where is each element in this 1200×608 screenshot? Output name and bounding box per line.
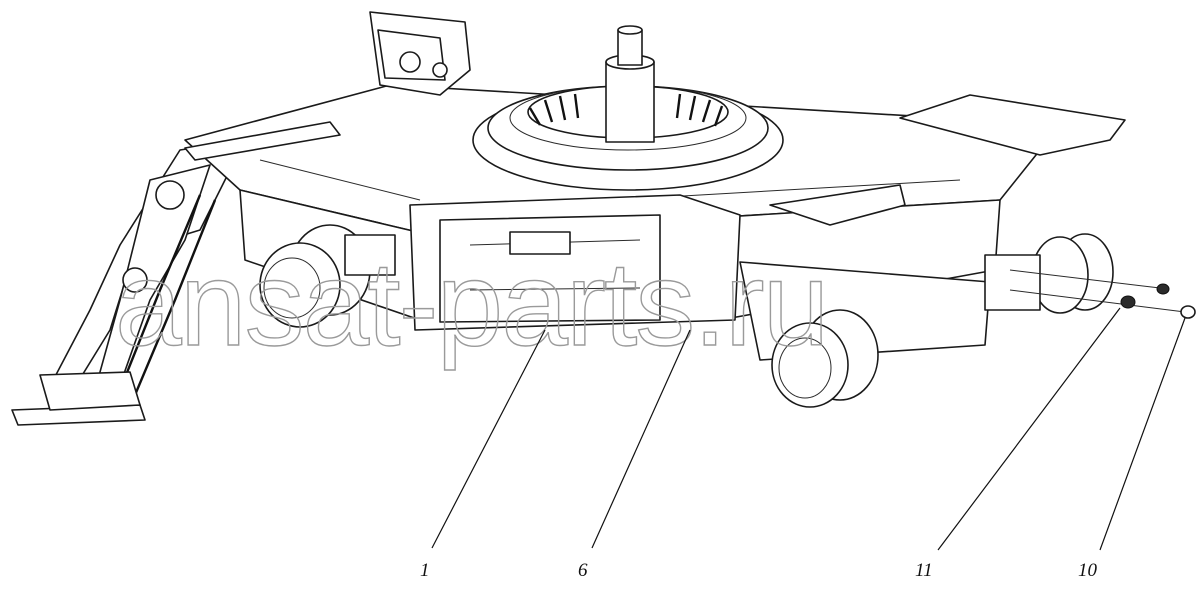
leader-line-6	[591, 329, 691, 549]
leader-lines	[431, 307, 1186, 551]
rear-bracket	[369, 11, 471, 96]
watermark: ansat-parts.ru	[115, 237, 827, 371]
callout-label: 1	[420, 560, 430, 581]
callout-label: 6	[578, 560, 588, 581]
leader-line-1	[431, 329, 546, 549]
right-axle-hub	[739, 233, 1114, 408]
left-axle-hub	[259, 224, 396, 328]
callout-label: 10	[1078, 560, 1098, 581]
left-outrigger-leg	[11, 139, 246, 426]
nut	[1120, 295, 1136, 309]
leader-line-10	[1099, 317, 1186, 551]
slewing-ring	[472, 25, 784, 191]
bolt-head	[1180, 305, 1196, 319]
center-box	[409, 194, 741, 331]
nut	[1156, 283, 1170, 295]
leader-line-11	[937, 307, 1121, 551]
fastener-set	[1009, 269, 1196, 319]
callout-label: 11	[915, 560, 933, 581]
right-outrigger-pads	[184, 94, 1126, 226]
